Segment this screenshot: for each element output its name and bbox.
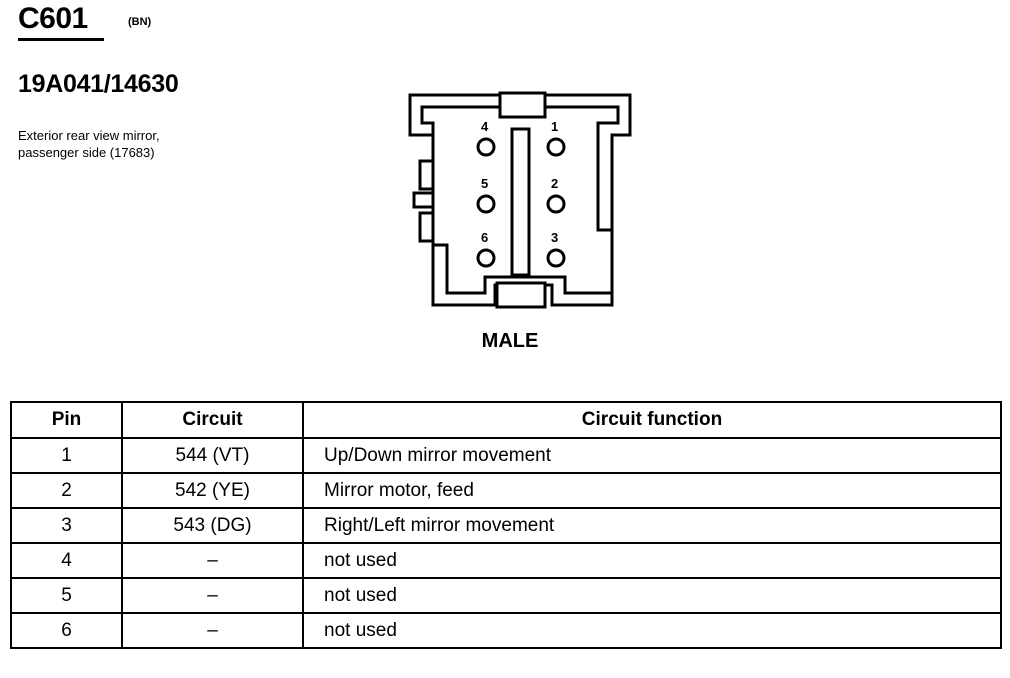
table-row: 4 – not used xyxy=(10,542,1002,579)
pin-label-4: 4 xyxy=(481,119,489,134)
pin-cell: 5 xyxy=(10,577,123,614)
circuit-cell: 542 (YE) xyxy=(121,472,304,509)
connector-description: Exterior rear view mirror, passenger sid… xyxy=(18,128,160,160)
pin-cell: 4 xyxy=(10,542,123,579)
pin-label-1: 1 xyxy=(551,119,558,134)
pin-cell: 3 xyxy=(10,507,123,544)
table-row: 5 – not used xyxy=(10,577,1002,614)
pin-6-hole xyxy=(476,248,496,268)
circuit-cell: – xyxy=(121,577,304,614)
table-row: 2 542 (YE) Mirror motor, feed xyxy=(10,472,1002,509)
connector-id: C601 xyxy=(18,2,88,35)
function-cell: Up/Down mirror movement xyxy=(302,437,1002,474)
table-row: 3 543 (DG) Right/Left mirror movement xyxy=(10,507,1002,544)
table-row: 6 – not used xyxy=(10,612,1002,649)
table-header-row: Pin Circuit Circuit function xyxy=(10,401,1002,439)
pin-cell: 6 xyxy=(10,612,123,649)
circuit-cell: – xyxy=(121,612,304,649)
pin-cell: 2 xyxy=(10,472,123,509)
bottom-latch xyxy=(495,281,547,309)
circuit-cell: 544 (VT) xyxy=(121,437,304,474)
pin-2-hole xyxy=(546,194,566,214)
pin-label-2: 2 xyxy=(551,176,558,191)
side-tab-lower xyxy=(418,211,435,243)
pin-label-5: 5 xyxy=(481,176,488,191)
pin-label-6: 6 xyxy=(481,230,488,245)
circuit-cell: 543 (DG) xyxy=(121,507,304,544)
pin-cell: 1 xyxy=(10,437,123,474)
header-pin: Pin xyxy=(10,401,123,439)
side-tab-middle xyxy=(412,191,435,209)
header-circuit: Circuit xyxy=(121,401,304,439)
pin-5-hole xyxy=(476,194,496,214)
function-cell: Mirror motor, feed xyxy=(302,472,1002,509)
pin-4-hole xyxy=(476,137,496,157)
pin-label-3: 3 xyxy=(551,230,558,245)
top-latch xyxy=(498,91,547,119)
function-cell: Right/Left mirror movement xyxy=(302,507,1002,544)
pin-3-hole xyxy=(546,248,566,268)
connector-id-underline xyxy=(18,38,104,41)
header-circuit-function: Circuit function xyxy=(302,401,1002,439)
connector-color: (BN) xyxy=(128,16,152,28)
pinout-table: Pin Circuit Circuit function 1 544 (VT) … xyxy=(10,401,1002,649)
pin-1-hole xyxy=(546,137,566,157)
table-row: 1 544 (VT) Up/Down mirror movement xyxy=(10,437,1002,474)
function-cell: not used xyxy=(302,577,1002,614)
circuit-cell: – xyxy=(121,542,304,579)
connector-face-diagram: 4 1 5 2 6 3 xyxy=(408,91,632,309)
side-tab-upper xyxy=(418,159,435,191)
function-cell: not used xyxy=(302,612,1002,649)
function-cell: not used xyxy=(302,542,1002,579)
center-divider xyxy=(510,127,531,277)
part-number: 19A041/14630 xyxy=(18,70,179,98)
connector-gender: MALE xyxy=(481,330,539,352)
